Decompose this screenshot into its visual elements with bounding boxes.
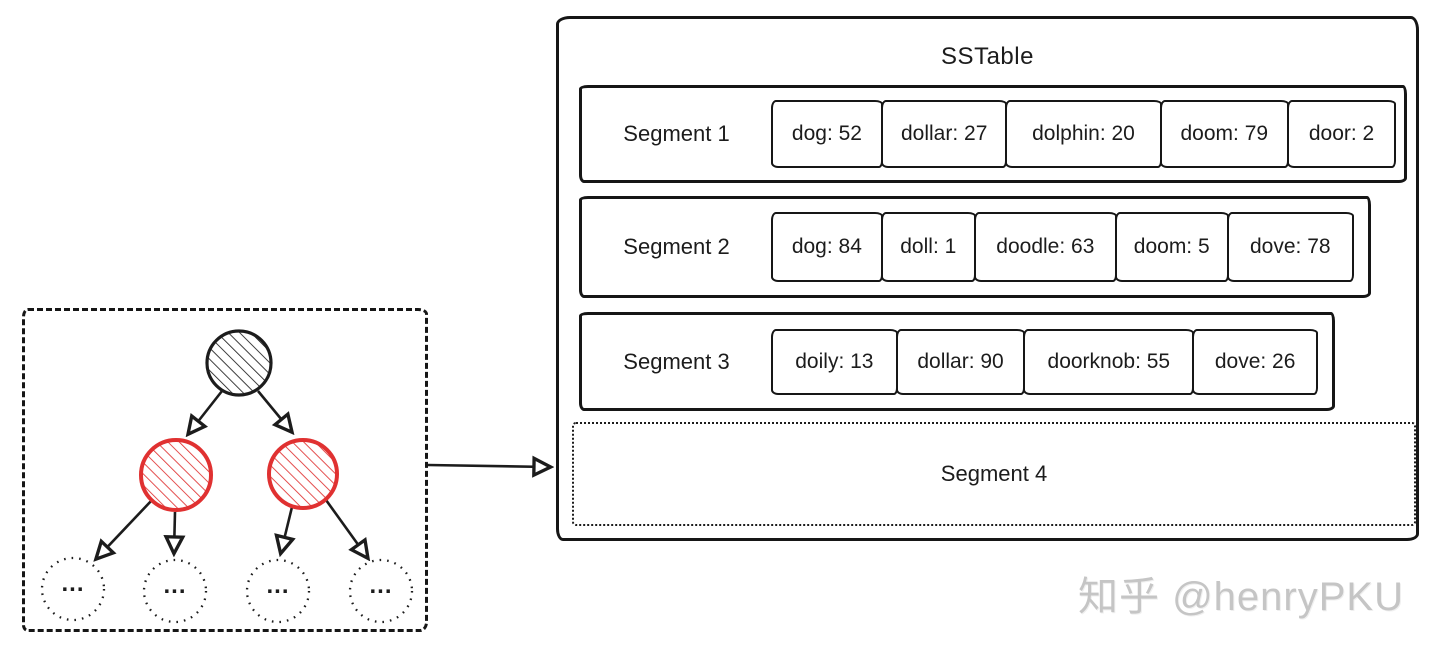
segment-3-label: Segment 3	[623, 348, 730, 374]
segment-2-cells: dog: 84 doll: 1 doodle: 63 doom: 5 dove:…	[771, 212, 1354, 282]
kv-cell: doily: 13	[771, 328, 898, 395]
tree-drawing: ... ... ... ...	[40, 329, 414, 624]
segment-1-label: Segment 1	[623, 121, 730, 146]
watermark: 知乎 @henryPKU	[1077, 575, 1404, 619]
leaf-node-3	[245, 558, 311, 624]
kv-cell: doodle: 63	[973, 212, 1117, 282]
right-child-node	[267, 438, 339, 510]
edge-root-right	[256, 390, 291, 431]
edge-right-leaf4	[324, 499, 367, 557]
kv-cell: doom: 79	[1159, 100, 1290, 168]
leaf-ellipsis: ...	[266, 572, 289, 599]
kv-cell: dollar: 90	[895, 328, 1026, 395]
memtable-tree-box: ... ... ... ...	[22, 308, 428, 632]
leaf-node-2	[142, 558, 208, 624]
edge-right-leaf3	[281, 506, 292, 552]
segment-row-4: Segment 4	[572, 422, 1416, 526]
kv-cell: dog: 84	[771, 212, 883, 282]
kv-cell: dollar: 27	[880, 100, 1008, 168]
edge-left-leaf1	[97, 499, 153, 558]
sstable-title: SSTable	[941, 43, 1034, 70]
kv-cell: dog: 52	[771, 100, 883, 168]
kv-cell: doorknob: 55	[1023, 328, 1195, 395]
segment-2-label: Segment 2	[623, 234, 730, 259]
segment-4-label: Segment 4	[940, 461, 1048, 486]
root-node	[205, 329, 273, 397]
kv-cell: dolphin: 20	[1005, 100, 1162, 168]
segment-row-2: Segment 2 dog: 84 doll: 1 doodle: 63 doo…	[579, 196, 1371, 298]
kv-cell: door: 2	[1287, 100, 1397, 168]
leaf-ellipsis: ...	[61, 570, 84, 597]
left-child-node	[139, 438, 213, 512]
segment-row-3: Segment 3 doily: 13 dollar: 90 doorknob:…	[579, 312, 1335, 411]
tree-to-sstable-arrow	[427, 451, 559, 483]
segment-3-cells: doily: 13 dollar: 90 doorknob: 55 dove: …	[771, 328, 1318, 395]
leaf-node-4	[348, 558, 414, 624]
leaf-ellipsis: ...	[369, 572, 392, 599]
segment-1-cells: dog: 52 dollar: 27 dolphin: 20 doom: 79 …	[771, 100, 1397, 168]
kv-cell: dove: 78	[1226, 212, 1354, 282]
leaf-node-1	[40, 556, 106, 622]
kv-cell: doll: 1	[880, 212, 976, 282]
edge-left-leaf2	[174, 511, 175, 552]
edge-root-left	[189, 390, 224, 433]
kv-cell: doom: 5	[1114, 212, 1229, 282]
segment-row-1: Segment 1 dog: 52 dollar: 27 dolphin: 20…	[579, 85, 1407, 183]
sstable-box: SSTable Segment 1 dog: 52 dollar: 27 dol…	[556, 16, 1419, 541]
leaf-ellipsis: ...	[163, 572, 186, 599]
kv-cell: dove: 26	[1192, 328, 1318, 395]
